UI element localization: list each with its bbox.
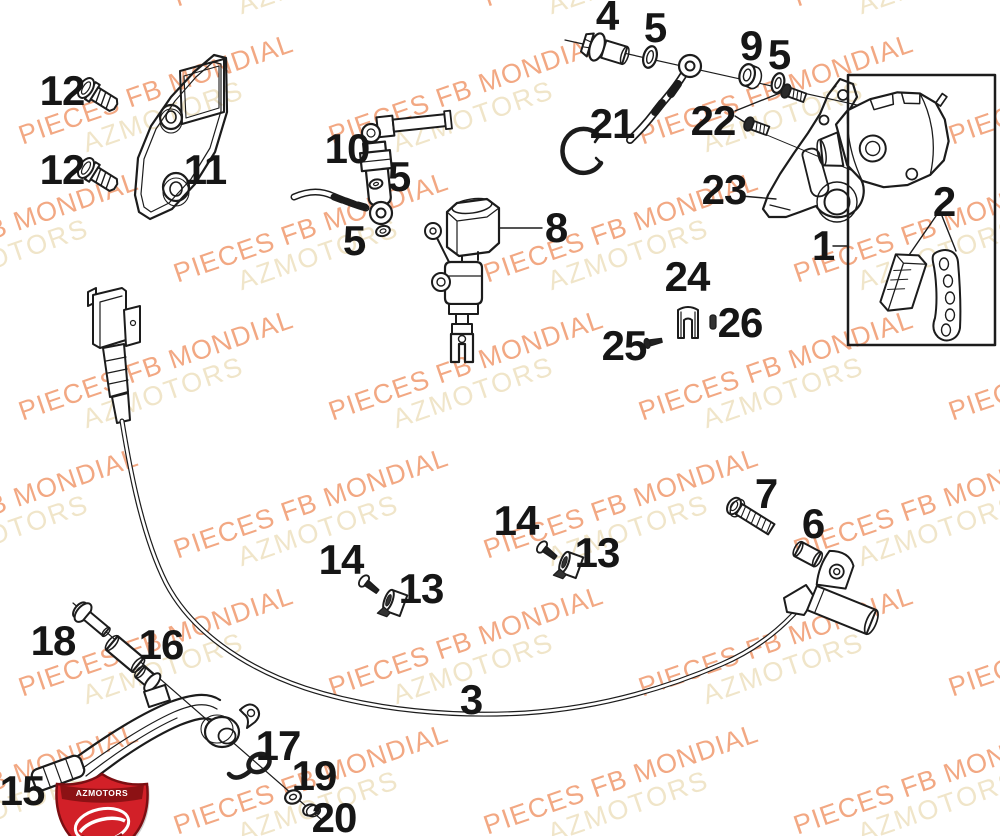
part-12-screw [76,77,119,112]
part-2-brake-pads [879,249,962,342]
logo-ellipse [73,806,131,836]
part-label-26: 26 [717,299,764,346]
brake-hose-lower [290,188,394,226]
part-label-15: 15 [0,767,45,814]
part-13-clamp [552,550,585,580]
part-13-clamp [376,588,409,618]
part-5-oring [375,224,391,238]
part-label-1: 1 [811,222,835,269]
part-label-9: 9 [739,22,763,69]
part-label-12: 12 [39,67,86,114]
part-9-nut [738,63,763,90]
part-11-heel-guard [133,53,229,221]
part-label-22: 22 [690,97,737,144]
part-14-screw [536,540,558,560]
part-5-oring [368,178,384,190]
part-20-nut [302,803,322,818]
azmotors-logo: AZMOTORS [55,772,150,836]
part-6-bushing [792,540,824,568]
part-label-24: 24 [664,253,711,300]
part-7-bolt [726,496,776,536]
part-25-pin [643,337,663,349]
part-label-14: 14 [318,536,365,583]
part-3-sensor-cable [87,287,879,717]
part-4-banjo-bolt [579,32,630,66]
part-label-18: 18 [30,617,77,664]
part-label-20: 20 [311,794,358,836]
part-12-screw [76,157,119,192]
part-21-snap-ring [560,126,604,176]
part-5-washer [770,72,786,94]
part-22-bolt [780,83,808,103]
part-label-10: 10 [324,125,371,172]
logo-swoosh [78,816,126,834]
part-1-caliper-assembly-box [846,73,997,347]
part-label-5: 5 [342,217,366,264]
part-label-6: 6 [801,500,825,547]
part-label-3: 3 [459,676,483,723]
logo-shield [55,772,149,836]
part-label-5: 5 [767,31,791,78]
part-label-12: 12 [39,146,86,193]
part-26-pin [709,314,717,330]
logo-banner [60,785,144,803]
part-8-master-cylinder [424,197,501,364]
part-18-bolt [72,601,111,638]
part-label-21: 21 [589,100,636,147]
part-label-13: 13 [398,565,445,612]
part-label-11: 11 [183,146,227,193]
part-10-fitting [358,109,453,207]
part-label-4: 4 [595,0,619,39]
part-label-2: 2 [932,178,956,225]
part-label-13: 13 [574,529,621,576]
part-24-clip [677,306,699,339]
part-14-screw [358,574,380,594]
part-15-brake-pedal [30,683,261,792]
part-label-16: 16 [138,621,185,668]
part-16-spacer [104,634,162,693]
part-label-23: 23 [701,166,748,213]
part-label-7: 7 [754,470,778,517]
logo-brand-text: AZMOTORS [76,788,128,798]
part-17-spring-clip [226,751,272,780]
part-label-25: 25 [601,322,648,369]
part-label-14: 14 [493,497,540,544]
part-label-5: 5 [387,153,411,200]
part-5-washer [642,45,658,69]
brake-hose-upper [626,53,703,144]
part-label-8: 8 [544,204,568,251]
part-caliper [816,91,950,189]
part-label-5: 5 [643,4,667,51]
part-22-bolt [743,116,771,136]
part-label-17: 17 [255,722,302,769]
part-label-19: 19 [291,752,338,799]
part-19-washer [284,789,302,805]
